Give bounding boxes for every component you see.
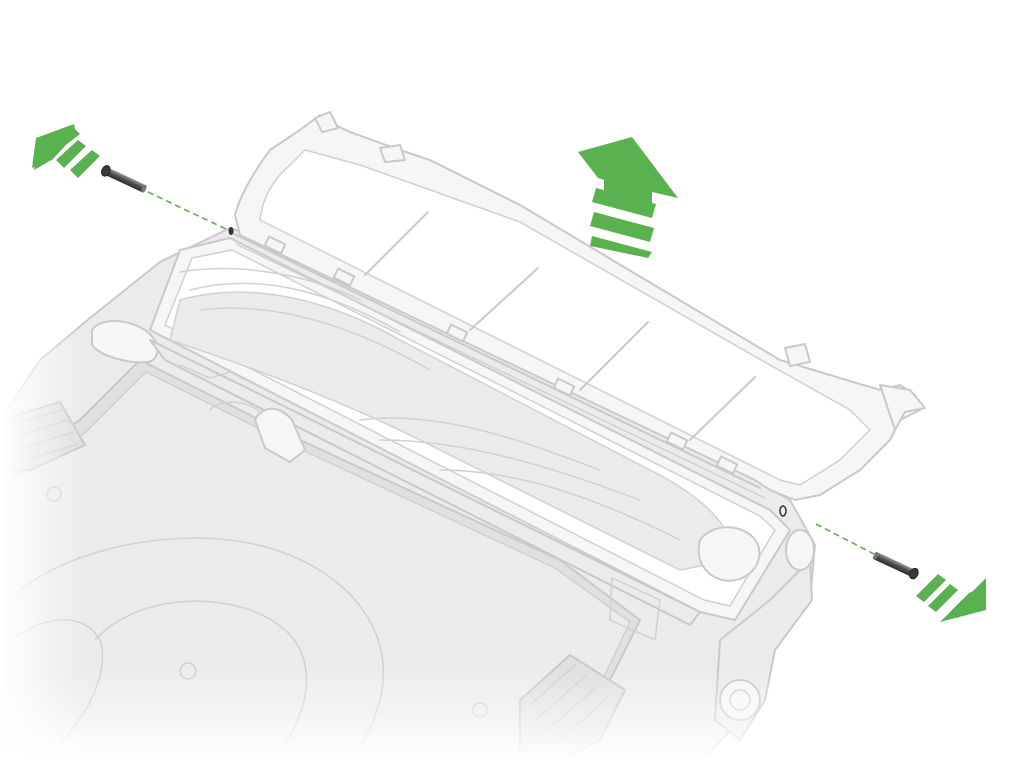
- pin-icon: [101, 165, 147, 193]
- arrow-down-right-icon: [916, 574, 986, 622]
- pin-icon: [872, 552, 919, 580]
- left-pin-guide-line: [147, 191, 229, 231]
- arrow-up-left-icon: [32, 124, 100, 178]
- right-pin-guide-line: [815, 523, 875, 555]
- arrow-up-icon: [578, 137, 678, 258]
